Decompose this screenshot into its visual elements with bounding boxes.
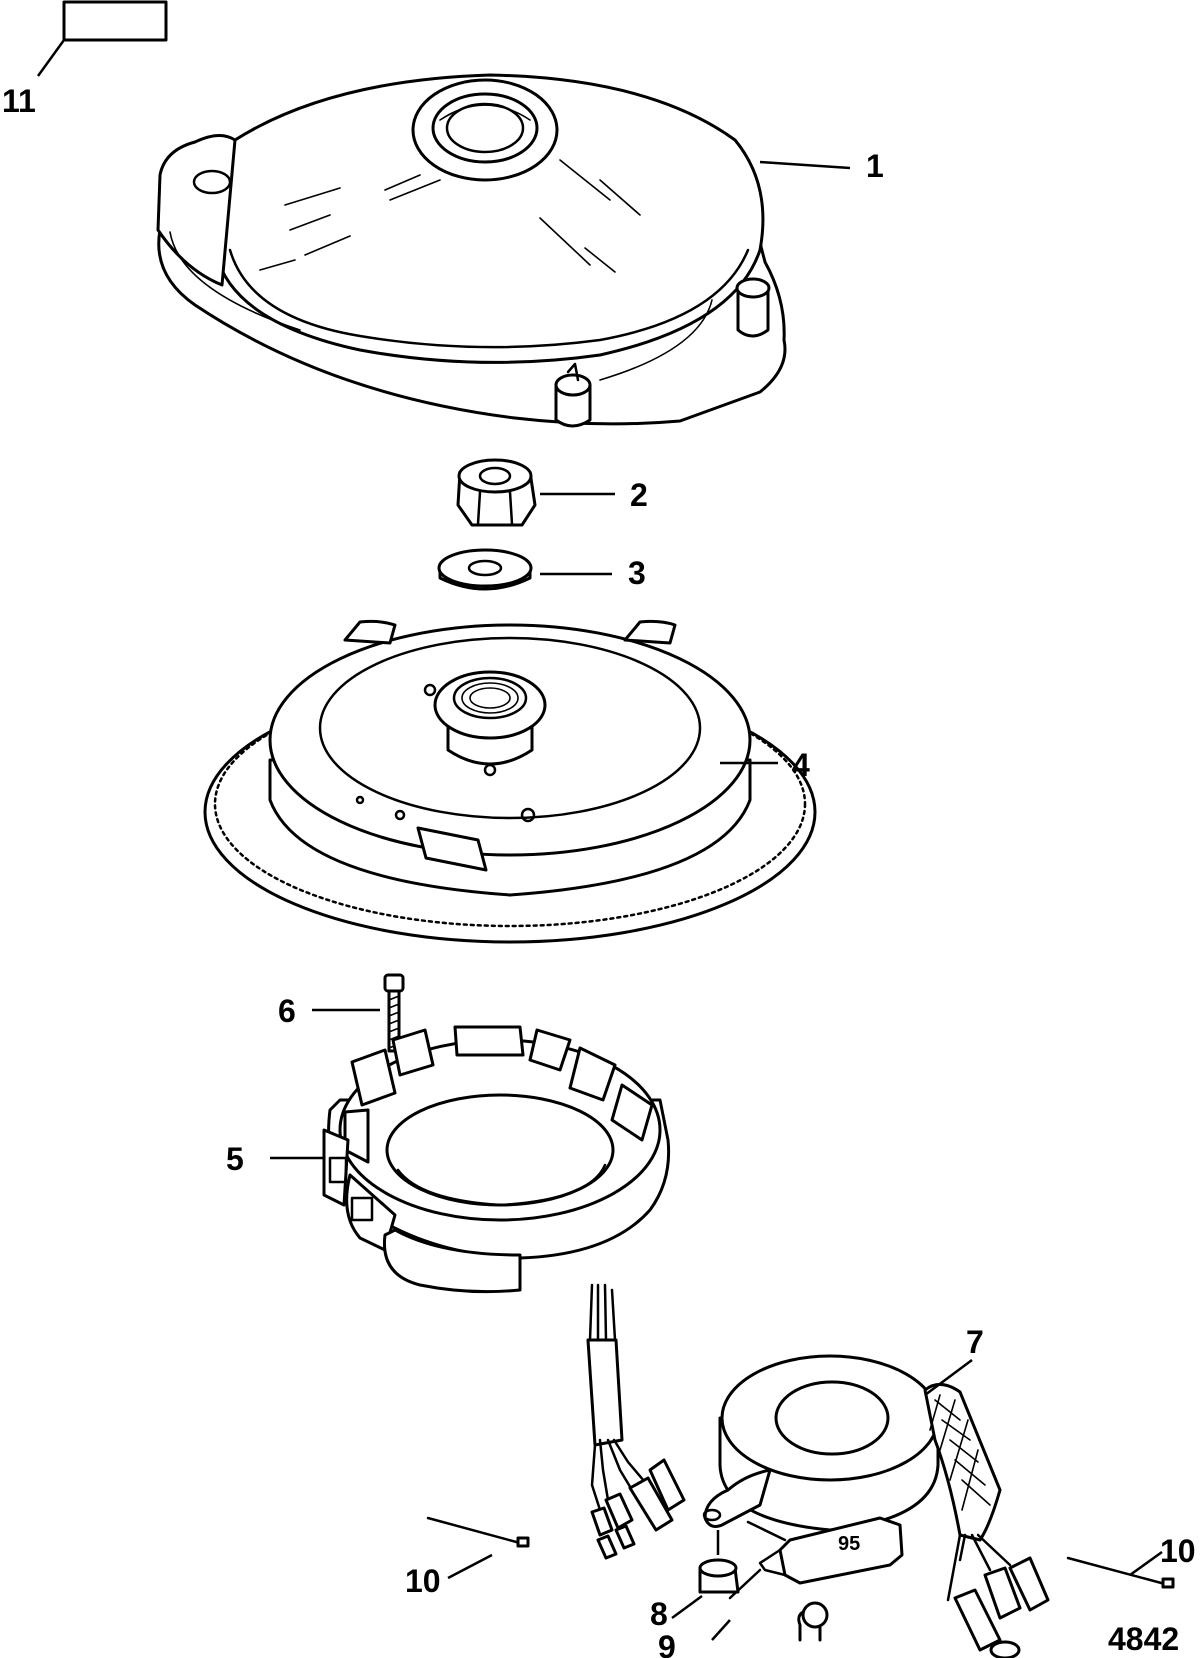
callout-5: 5 <box>226 1141 244 1177</box>
callout-1: 1 <box>866 148 884 184</box>
part-4-flywheel <box>203 619 817 944</box>
tube-label: 95 <box>838 1533 860 1555</box>
callout-10-left: 10 <box>405 1563 441 1599</box>
part-10-cable-tie-right <box>1066 1550 1175 1589</box>
callout-11: 11 <box>2 83 36 119</box>
part-10-cable-tie-left <box>426 1516 530 1580</box>
callout-3: 3 <box>628 555 646 591</box>
callout-10-right: 10 <box>1160 1533 1196 1569</box>
callout-4: 4 <box>792 747 810 783</box>
part-7-trigger-coil <box>702 1354 1050 1658</box>
part-11-reference-box <box>36 0 168 77</box>
part-2-flywheel-nut <box>456 458 615 527</box>
part-1-flywheel-cover <box>156 73 851 428</box>
part-5-stator <box>270 1025 686 1560</box>
part-8-locknut <box>671 1530 740 1620</box>
part-3-washer <box>437 548 612 591</box>
callout-8: 8 <box>650 1596 668 1632</box>
part-9-lubricant-tube <box>711 1516 904 1642</box>
part-6-stator-screw <box>312 973 405 1053</box>
figure-number: 4842 <box>1108 1621 1179 1657</box>
callout-2: 2 <box>630 477 648 513</box>
callout-9: 9 <box>658 1629 676 1658</box>
callout-7: 7 <box>966 1324 984 1360</box>
callout-6: 6 <box>278 993 296 1029</box>
